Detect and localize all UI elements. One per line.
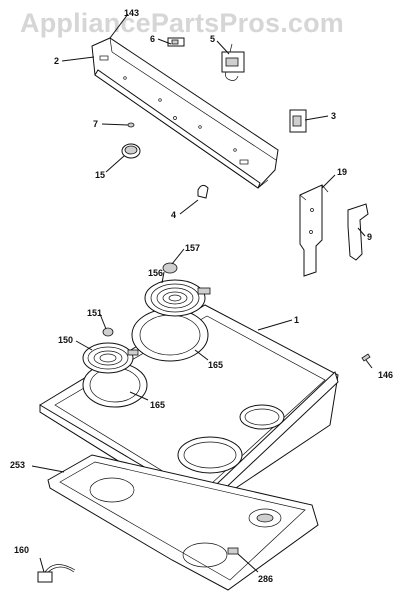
- label-1: 1: [294, 315, 299, 325]
- part-160-terminal: [37, 564, 76, 583]
- label-9: 9: [367, 232, 372, 242]
- part-9-bracket: [347, 203, 369, 261]
- label-157: 157: [185, 243, 200, 253]
- label-146: 146: [378, 370, 393, 380]
- label-15: 15: [95, 170, 105, 180]
- watermark: AppliancePartsPros.com: [20, 8, 345, 38]
- part-15-knob: [121, 143, 141, 159]
- leader-lines: [31, 13, 373, 573]
- part-151-ring: [102, 327, 114, 337]
- lower-burner-box: [47, 454, 319, 591]
- part-146-screw: [361, 353, 371, 362]
- part-7-screw: [127, 122, 135, 128]
- label-286: 286: [258, 574, 273, 584]
- part-4-clip: [197, 184, 209, 199]
- part-19-bracket: [299, 184, 329, 277]
- part-6-bracket: [167, 37, 185, 47]
- label-7: 7: [93, 119, 98, 129]
- label-6: 6: [150, 34, 155, 44]
- label-3: 3: [331, 111, 336, 121]
- label-165-lower: 165: [150, 400, 165, 410]
- label-2: 2: [54, 56, 59, 66]
- label-150: 150: [58, 335, 73, 345]
- small-surface-burner: [82, 342, 148, 408]
- part-157-ring: [162, 262, 178, 274]
- label-253: 253: [10, 460, 25, 470]
- label-151: 151: [87, 308, 102, 318]
- label-19: 19: [337, 167, 347, 177]
- label-160: 160: [14, 545, 29, 555]
- label-165-upper: 165: [208, 360, 223, 370]
- label-156: 156: [148, 268, 163, 278]
- part-number-labels: 143 2 6 5 3 7 15 4 19 9 157 156 1 151 15…: [10, 8, 393, 584]
- part-5-switch: [221, 43, 245, 81]
- large-surface-burner: [131, 279, 211, 362]
- label-143: 143: [124, 8, 139, 18]
- label-5: 5: [210, 34, 215, 44]
- control-panel-backsplash: [91, 37, 279, 189]
- label-4: 4: [171, 210, 176, 220]
- part-3-control: [289, 109, 307, 133]
- main-cooktop: [39, 304, 339, 514]
